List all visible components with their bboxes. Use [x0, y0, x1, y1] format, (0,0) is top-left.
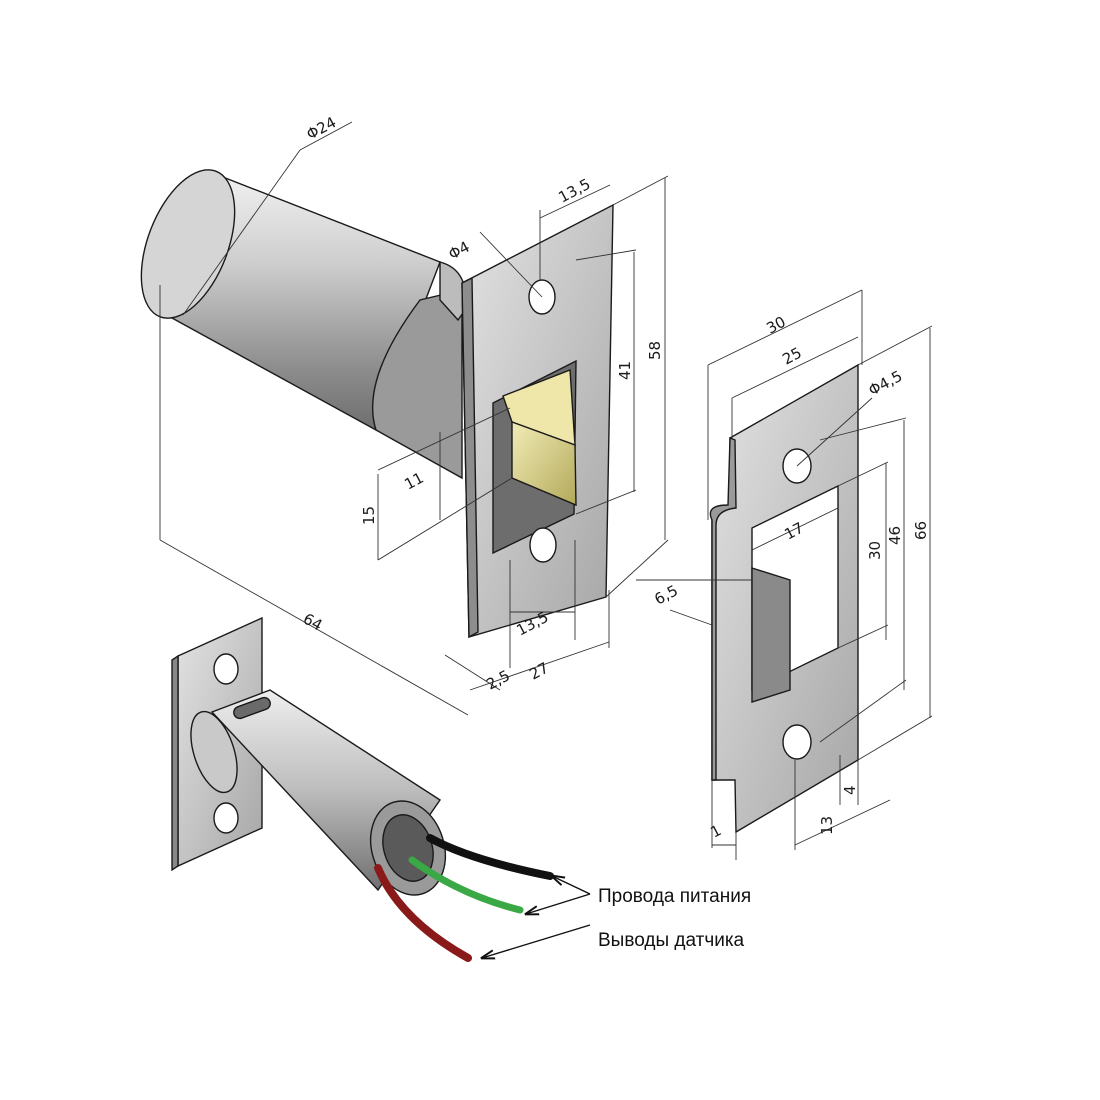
dim-strike-height-66: 66: [912, 521, 930, 540]
latch-body: [140, 169, 467, 480]
latch-bolt-face: [511, 420, 577, 507]
callout-power-wires: Провода питания: [598, 886, 751, 907]
dim-total-length-64: 64: [300, 610, 325, 635]
strike-hole-bottom: [782, 724, 812, 760]
dim-bolt-height-15: 15: [360, 506, 378, 525]
wire-red: [374, 864, 472, 962]
callout-sensor-leads: Выводы датчика: [598, 930, 745, 951]
wire-black: [426, 834, 554, 880]
dim-strike-lip-6-5: 6,5: [651, 581, 681, 608]
dim-strike-offset-4: 4: [841, 785, 859, 795]
dim-plate-width-27: 27: [526, 659, 551, 684]
wires: [374, 834, 554, 962]
dim-strike-height-46: 46: [886, 526, 904, 545]
strike-lip: [751, 567, 791, 703]
dim-strike-hole-diameter: Φ4,5: [865, 367, 905, 400]
strike-plate: [709, 363, 859, 834]
wire-green: [408, 856, 524, 914]
dim-window-height-41: 41: [616, 361, 634, 380]
callouts: Провода питания Выводы датчика: [482, 876, 751, 958]
dim-strike-offset-13: 13: [818, 816, 836, 835]
dim-plate-thickness-2-5: 2,5: [483, 666, 513, 693]
dim-strike-width-30: 30: [763, 313, 788, 338]
dim-strike-opening-30: 30: [866, 541, 884, 560]
dimension-lines: [159, 121, 933, 860]
dim-bolt-offset-11: 11: [401, 469, 426, 494]
dim-plate-height-58: 58: [646, 341, 664, 360]
dim-strike-thickness-1: 1: [707, 821, 724, 841]
faceplate-hole-bottom: [529, 527, 557, 563]
latch-rear-view: [171, 616, 447, 896]
latch-faceplate: [461, 203, 614, 639]
dim-hole-diameter: Φ4: [445, 238, 472, 264]
